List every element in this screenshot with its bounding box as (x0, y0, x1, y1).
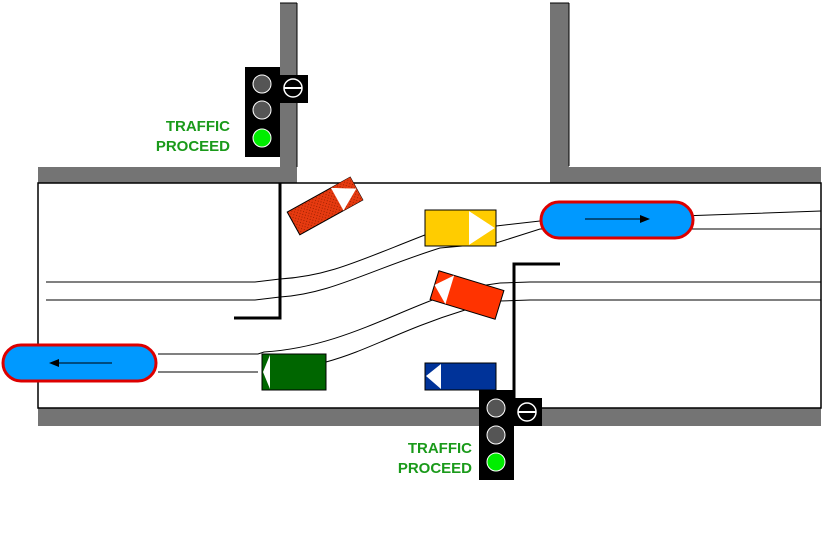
south-kerb (38, 408, 821, 426)
westbound-train[interactable] (1, 343, 158, 383)
yellow-car[interactable] (424, 209, 497, 247)
lamp-middle-off (486, 425, 506, 445)
red-car-center[interactable] (429, 270, 505, 320)
north-kerb-east (550, 167, 821, 183)
track-upper-rail-2 (46, 228, 821, 301)
north-signal-label: TRAFFIC PROCEED (130, 117, 230, 157)
arrowhead-west-icon (49, 359, 59, 367)
west-barrier[interactable] (234, 183, 282, 320)
eastbound-train[interactable] (539, 200, 695, 240)
north-signal-text-line1: TRAFFIC (165, 118, 230, 135)
red-car-north[interactable] (286, 176, 364, 236)
south-signal[interactable] (479, 390, 542, 480)
track-diag-rail-2 (158, 301, 501, 373)
north-signal[interactable] (245, 67, 308, 157)
blue-car[interactable] (424, 362, 497, 391)
south-signal-label: TRAFFIC PROCEED (372, 439, 472, 479)
north-signal-text-line2: PROCEED (155, 138, 230, 155)
track-lower-rail-1 (499, 281, 821, 284)
south-signal-text-line1: TRAFFIC (407, 440, 472, 457)
track-diag-rail-1 (158, 298, 436, 355)
arrowhead-east-icon (640, 215, 650, 223)
lamp-bottom-green (252, 128, 272, 148)
green-car[interactable] (261, 353, 327, 391)
lamp-top-off (252, 74, 272, 94)
lamp-middle-off (252, 100, 272, 120)
east-barrier[interactable] (512, 262, 560, 408)
south-signal-text-line2: PROCEED (397, 460, 472, 477)
lamp-top-off (486, 398, 506, 418)
north-kerb-west (38, 167, 297, 183)
track-lower-rail-2 (499, 299, 821, 302)
lamp-bottom-green (486, 452, 506, 472)
north-road-east-kerb (550, 3, 569, 167)
